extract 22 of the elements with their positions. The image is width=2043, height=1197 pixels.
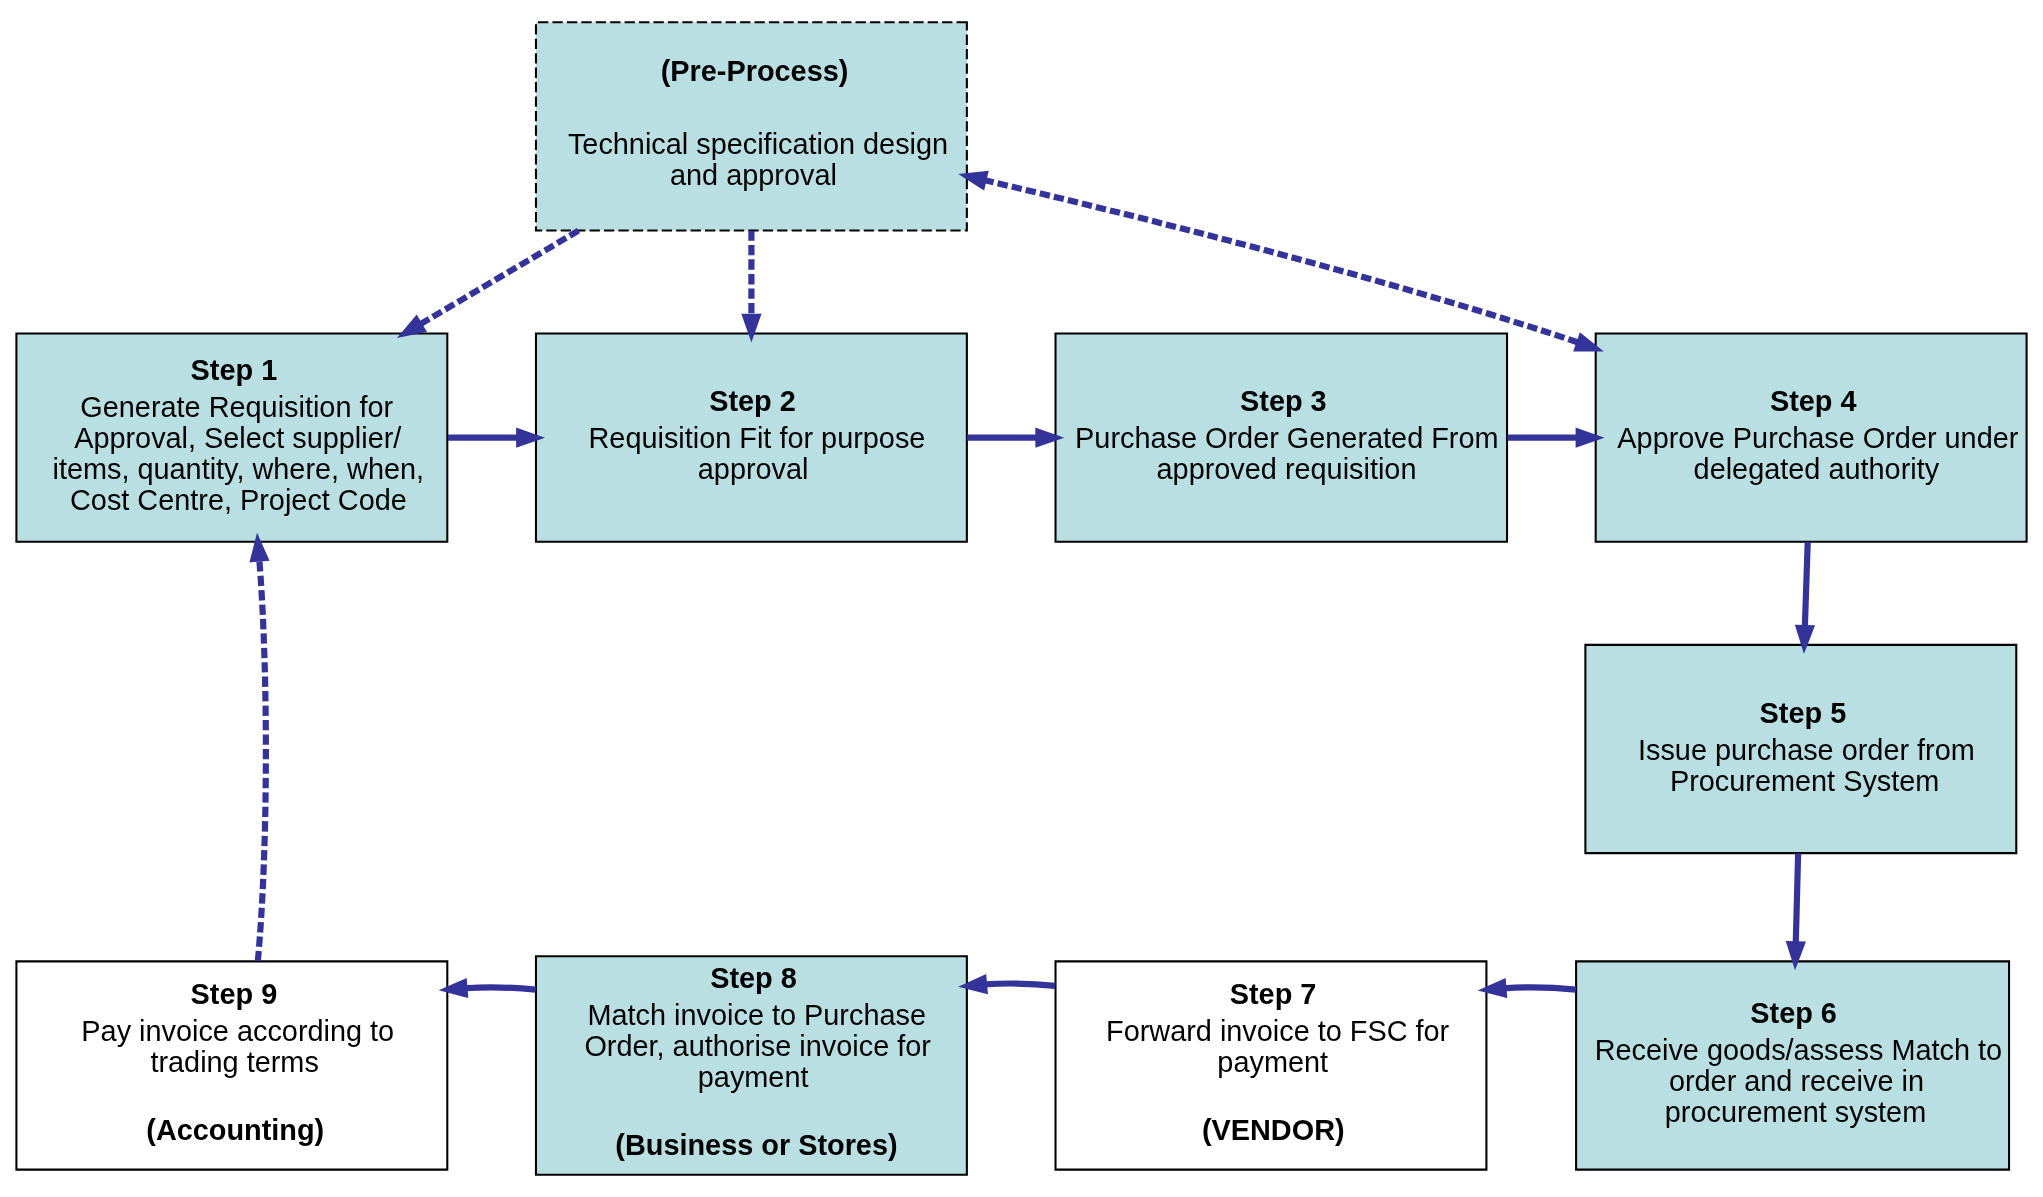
arrow [958, 170, 1604, 352]
arrow [438, 977, 536, 999]
node-box: Step 3 Purchase Order Generated From approved requisition [1054, 332, 1509, 543]
arrow [1477, 977, 1577, 999]
node-box: Step 8 Match invoice to Purchase Order, authorise invoice for payment (Business or Stores) [534, 955, 968, 1176]
node-box: Step 5 Issue purchase order from Procurement System [1584, 643, 2018, 855]
node-box: Step 9 Pay invoice according to trading terms (Accounting) [15, 960, 449, 1171]
node-box: Step 2 Requisition Fit for purpose approval [534, 332, 968, 543]
node-box: (Pre-Process) Technical specification design and approval [534, 21, 968, 232]
arrow [1794, 541, 1816, 654]
arrow [958, 974, 1056, 995]
arrow [249, 532, 270, 962]
arrow [1785, 853, 1806, 971]
arrow [448, 427, 546, 448]
node-box: Step 6 Receive goods/assess Match to order and receive in procurement system [1575, 960, 2011, 1171]
node-box: Step 7 Forward invoice to FSC for payment (VENDOR) [1054, 960, 1488, 1171]
arrow [967, 427, 1065, 448]
arrow [396, 228, 580, 339]
arrow [741, 230, 762, 343]
arrow [1507, 427, 1605, 448]
node-box: Step 4 Approve Purchase Order under delegated authority [1594, 332, 2028, 543]
node-box: Step 1 Generate Requisition for Approval, Select supplier/ items, quantity, where, when, Cost Centre, Project Code [15, 332, 449, 543]
